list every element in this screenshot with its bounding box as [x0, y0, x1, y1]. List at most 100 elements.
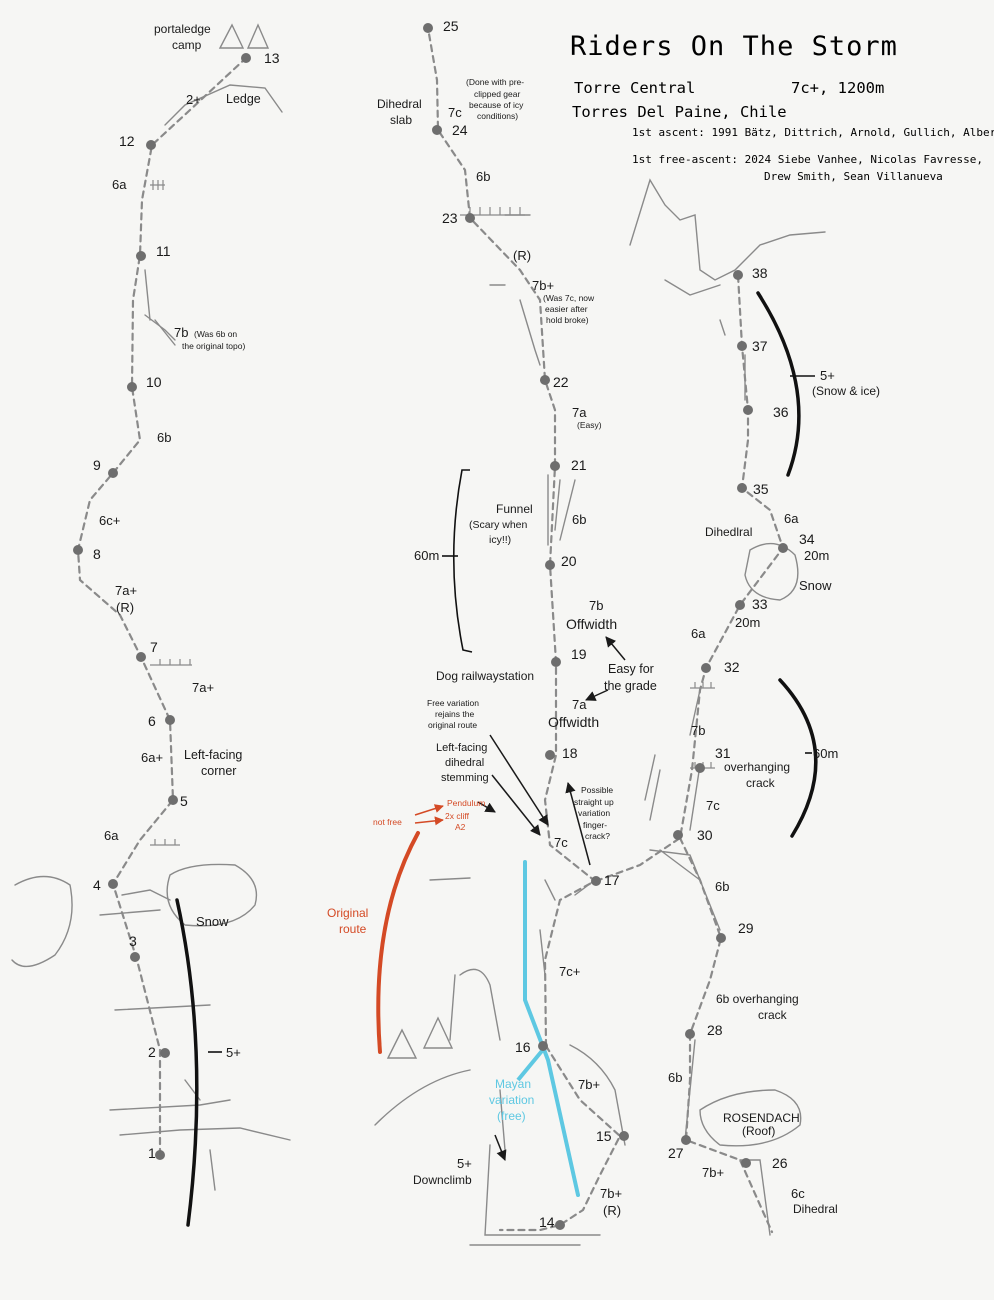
belay-28-label: 28 — [707, 1022, 723, 1038]
belay-20-dot — [545, 560, 555, 570]
belay-19-dot — [551, 657, 561, 667]
belay-27-dot — [681, 1135, 691, 1145]
label-dihedral-slab-1: Dihedral — [377, 97, 422, 111]
grade-labels: 2+ 6a 7b 6b 6c+ 7a+ 7a+ 6a+ 6a 5+ 7c 6b … — [99, 92, 835, 1201]
belay-14-dot — [555, 1220, 565, 1230]
svg-text:7c+: 7c+ — [559, 964, 580, 979]
svg-text:stemming: stemming — [441, 772, 489, 784]
belay-25-dot — [423, 23, 433, 33]
svg-text:7b: 7b — [589, 598, 603, 613]
svg-text:dihedral: dihedral — [445, 757, 484, 769]
belay-22-dot — [540, 375, 550, 385]
svg-text:2+: 2+ — [186, 92, 201, 107]
belay-17-dot — [591, 876, 601, 886]
svg-text:7c: 7c — [706, 798, 720, 813]
belay-16-dot — [538, 1041, 548, 1051]
belay-2-label: 2 — [148, 1044, 156, 1060]
svg-text:(Was 6b on: (Was 6b on — [194, 329, 237, 339]
belay-30-dot — [673, 830, 683, 840]
first-free-ascent: 1st free-ascent: 2024 Siebe Vanhee, Nico… — [632, 153, 983, 166]
belay-29-dot — [716, 933, 726, 943]
svg-text:7c: 7c — [554, 835, 568, 850]
route-line — [76, 26, 785, 1234]
svg-text:crack: crack — [758, 1008, 788, 1022]
belay-33-label: 33 — [752, 596, 768, 612]
peak-name: Torre Central — [574, 79, 695, 97]
svg-text:(Snow & ice): (Snow & ice) — [812, 384, 880, 398]
belay-9-dot — [108, 468, 118, 478]
svg-text:7b: 7b — [691, 723, 705, 738]
belay-37-dot — [737, 341, 747, 351]
label-ledge: Ledge — [226, 92, 261, 106]
svg-text:(Scary when: (Scary when — [469, 519, 528, 531]
svg-text:(R): (R) — [116, 600, 134, 615]
svg-text:conditions): conditions) — [477, 111, 518, 121]
svg-text:original route: original route — [428, 720, 477, 730]
svg-text:20m: 20m — [804, 548, 829, 563]
belay-9-label: 9 — [93, 457, 101, 473]
svg-text:(Done with pre-: (Done with pre- — [466, 77, 524, 87]
svg-text:7a+: 7a+ — [192, 680, 214, 695]
svg-text:icy!!): icy!!) — [489, 534, 511, 546]
label-original-route: Original — [327, 906, 368, 920]
belay-23-dot — [465, 213, 475, 223]
label-dihedral-slab-2: slab — [390, 113, 412, 127]
belay-34-dot — [778, 543, 788, 553]
belay-12-label: 12 — [119, 133, 135, 149]
label-offwidth-2: Offwidth — [548, 714, 599, 730]
belay-13-label: 13 — [264, 50, 280, 66]
svg-text:(Easy): (Easy) — [577, 420, 602, 430]
svg-text:6a+: 6a+ — [141, 750, 163, 765]
belay-2-dot — [160, 1048, 170, 1058]
belay-10-dot — [127, 382, 137, 392]
svg-text:Easy for: Easy for — [608, 662, 654, 676]
svg-text:7b: 7b — [174, 325, 188, 340]
belay-26-label: 26 — [772, 1155, 788, 1171]
label-camp: camp — [172, 38, 202, 52]
label-offwidth-1: Offwidth — [566, 616, 617, 632]
belay-25-label: 25 — [443, 18, 459, 34]
svg-text:variation: variation — [489, 1093, 534, 1107]
label-rosendach: ROSENDACH — [723, 1111, 800, 1125]
belay-32-dot — [701, 663, 711, 673]
svg-text:20m: 20m — [735, 615, 760, 630]
svg-text:A2: A2 — [455, 822, 466, 832]
belay-24-dot — [432, 125, 442, 135]
svg-text:7b+: 7b+ — [702, 1165, 724, 1180]
first-free-ascent-2: Drew Smith, Sean Villanueva — [764, 170, 943, 183]
belay-3-label: 3 — [129, 933, 137, 949]
svg-text:not free: not free — [373, 817, 402, 827]
svg-text:crack?: crack? — [585, 831, 610, 841]
belay-5-label: 5 — [180, 793, 188, 809]
svg-text:6b: 6b — [668, 1070, 682, 1085]
belay-35-label: 35 — [753, 481, 769, 497]
svg-text:6b overhanging: 6b overhanging — [716, 992, 799, 1006]
svg-text:6c+: 6c+ — [99, 513, 120, 528]
svg-text:6c: 6c — [791, 1186, 805, 1201]
thin-brackets — [208, 375, 815, 1053]
svg-text:5+: 5+ — [820, 368, 835, 383]
svg-text:Pendulum: Pendulum — [447, 798, 485, 808]
belay-19-label: 19 — [571, 646, 587, 662]
belay-12-dot — [146, 140, 156, 150]
belay-21-dot — [550, 461, 560, 471]
svg-text:finger-: finger- — [583, 820, 607, 830]
svg-text:6b: 6b — [715, 879, 729, 894]
svg-text:straight up: straight up — [574, 797, 614, 807]
svg-text:7b+: 7b+ — [600, 1186, 622, 1201]
belay-18-dot — [545, 750, 555, 760]
belay-7-dot — [136, 652, 146, 662]
belay-1-dot — [155, 1150, 165, 1160]
pointer-arrows — [477, 636, 626, 1161]
belay-5-dot — [168, 795, 178, 805]
svg-text:7a: 7a — [572, 697, 587, 712]
belay-23-label: 23 — [442, 210, 458, 226]
svg-text:5+: 5+ — [226, 1045, 241, 1060]
belay-33-dot — [735, 600, 745, 610]
svg-text:overhanging: overhanging — [724, 760, 790, 774]
svg-text:60m: 60m — [813, 746, 838, 761]
label-funnel: Funnel — [496, 502, 533, 516]
belay-34-label: 34 — [799, 531, 815, 547]
belay-27-label: 27 — [668, 1145, 684, 1161]
route-grade-length: 7c+, 1200m — [791, 79, 884, 97]
